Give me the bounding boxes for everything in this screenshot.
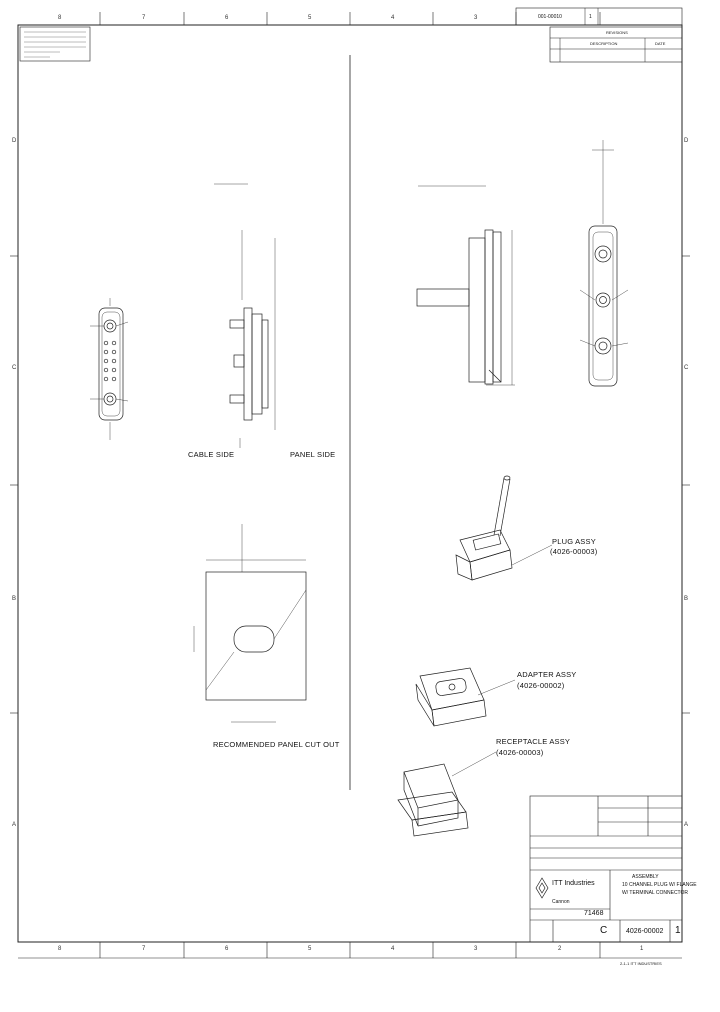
corner-dwg-number: 001-00010 [538,14,562,20]
drawing-sheet-number: 1 [675,925,681,936]
company-name: ITT Industries [552,880,595,887]
notes-box [19,26,91,62]
zone-row-label: B [12,596,17,602]
cable-side-view [90,298,129,440]
panel-side-view [214,183,276,448]
panel-cutout-view [193,524,307,723]
adapter-assy-part-number: (4026-00002) [517,681,565,690]
receptacle-assy-label: RECEPTACLE ASSY [496,737,571,746]
zone-row-label: D [684,138,689,144]
zone-col-label: 3 [474,15,478,21]
drawing-title-line1: ASSEMBLY [632,874,659,880]
zone-row-label: A [684,822,689,828]
notes-box-lines [24,31,86,58]
adapter-assy-iso [415,667,516,727]
footer-note: 2-1-1 ITT INDUSTRIES [620,961,662,966]
zone-row-label: D [12,138,17,144]
plug-assy-label: PLUG ASSY [552,537,596,546]
dwg-no-corner [515,7,683,26]
corner-sheet: 1 [589,14,592,20]
revisions-date-header: DATE [655,41,666,46]
zone-col-label: 5 [308,15,312,21]
zone-col-label: 2 [558,946,562,952]
plug-assy-iso [455,475,553,581]
side-view-right [416,185,515,386]
front-view-right [579,140,629,387]
drawing-title-line3: W/ TERMINAL CONNECTOR [622,890,689,896]
revisions-table [549,26,683,63]
zone-col-label: 8 [58,946,62,952]
zone-col-label: 3 [474,946,478,952]
zone-col-label: 4 [391,946,395,952]
title-block-lines [529,795,683,943]
drawing-size: C [600,925,608,936]
zone-col-label: 4 [391,15,395,21]
zone-row-label: C [12,365,17,371]
revisions-description-header: DESCRIPTION [590,41,618,46]
zone-col-label: 7 [142,946,146,952]
zone-col-label: 7 [142,15,146,21]
cable-side-label: CABLE SIDE [188,450,235,459]
plug-assy-part-number: (4026-00003) [550,547,598,556]
itt-logo-icon [535,877,549,899]
panel-cut-out-label: RECOMMENDED PANEL CUT OUT [213,740,340,749]
zone-row-label: A [12,822,17,828]
adapter-assy-label: ADAPTER ASSY [517,670,577,679]
zone-col-label: 6 [225,15,229,21]
revisions-title: REVISIONS [606,30,628,35]
cage-code: 71468 [584,910,604,917]
receptacle-assy-part-number: (4026-00003) [496,748,544,757]
zone-col-label: 6 [225,946,229,952]
zone-col-label: 8 [58,15,62,21]
zone-col-label: 1 [640,946,644,952]
company-division: Cannon [552,899,570,905]
drawing-title-line2: 10 CHANNEL PLUG W/ FLANGE [622,882,697,888]
zone-ticks [10,12,690,959]
receptacle-assy-iso [397,751,497,837]
zone-row-label: C [684,365,689,371]
zone-col-label: 5 [308,946,312,952]
panel-side-label: PANEL SIDE [290,450,336,459]
drawing-number: 4026-00002 [626,928,664,935]
zone-row-label: B [684,596,689,602]
